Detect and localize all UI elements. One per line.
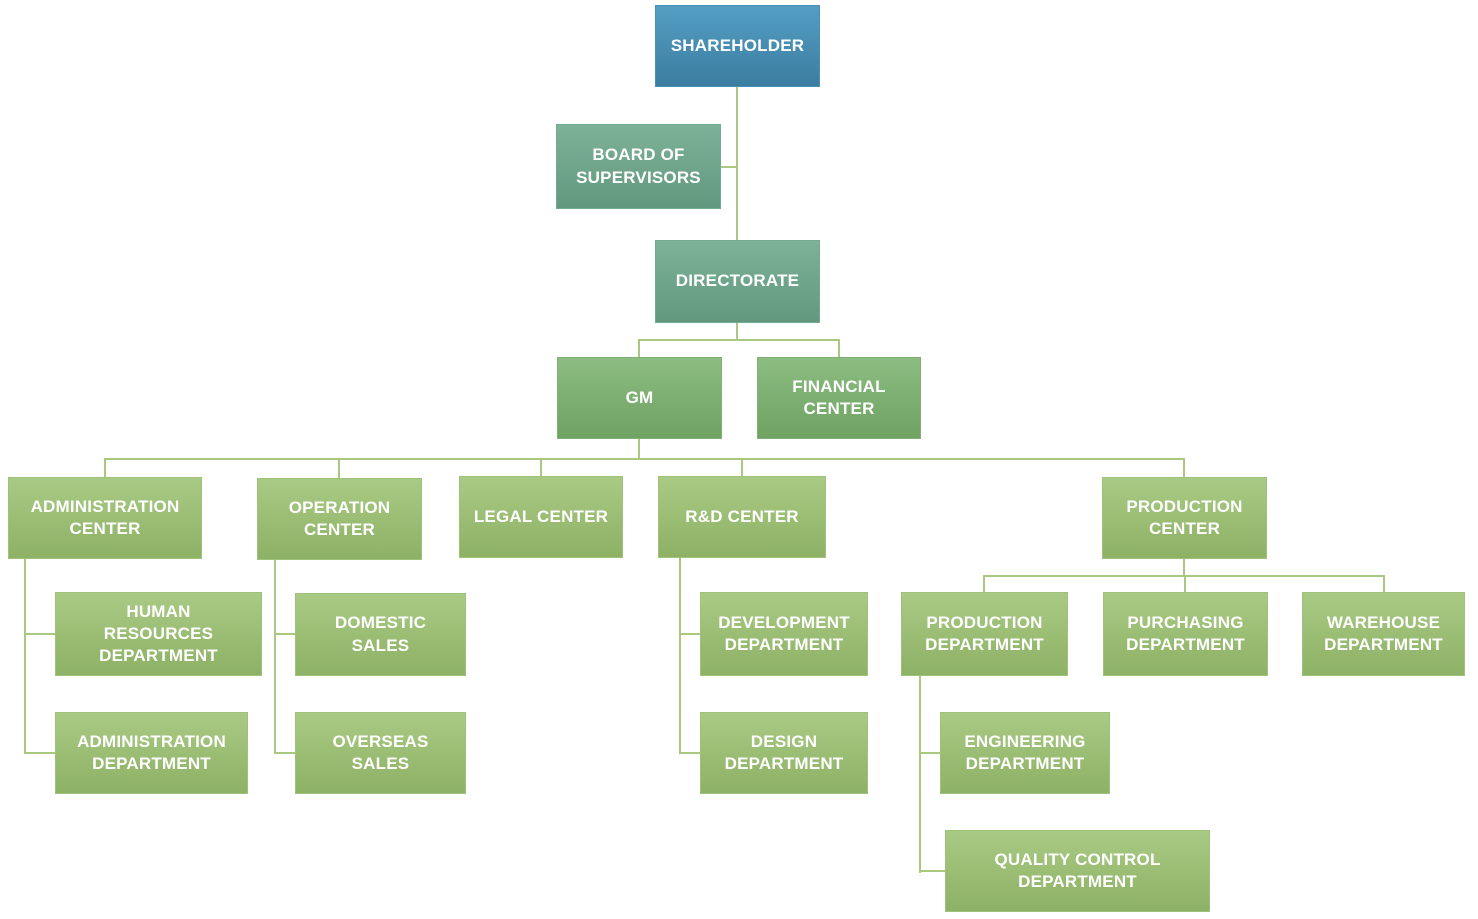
node-overseas-sales-label: OVERSEAS SALES	[332, 731, 429, 773]
node-production-center[interactable]: PRODUCTION CENTER	[1102, 477, 1267, 559]
node-gm-label: GM	[625, 387, 654, 407]
node-production-center-label: PRODUCTION CENTER	[1126, 496, 1243, 538]
node-warehouse-department[interactable]: WAREHOUSE DEPARTMENT	[1302, 592, 1465, 676]
connector-legal-center-drop	[540, 458, 542, 477]
node-design-department[interactable]: DESIGN DEPARTMENT	[700, 712, 868, 794]
connector-board-of-supervisors-stub	[721, 166, 738, 168]
node-operation-center[interactable]: OPERATION CENTER	[257, 478, 422, 560]
node-administration-department-label: ADMINISTRATION DEPARTMENT	[77, 731, 226, 773]
connector-gm-drop	[638, 339, 640, 358]
node-administration-center[interactable]: ADMINISTRATION CENTER	[8, 477, 202, 559]
node-overseas-sales[interactable]: OVERSEAS SALES	[295, 712, 466, 794]
connector-gm-children-horizontal	[104, 458, 1185, 460]
connector-development-department-stub	[679, 633, 701, 635]
node-financial-center[interactable]: FINANCIAL CENTER	[757, 357, 921, 439]
node-board-of-supervisors[interactable]: BOARD OF SUPERVISORS	[556, 124, 721, 209]
node-board-of-supervisors-label: BOARD OF SUPERVISORS	[576, 145, 701, 187]
connector-administration-center-hanging	[24, 559, 26, 754]
node-development-department-label: DEVELOPMENT DEPARTMENT	[718, 612, 850, 654]
node-purchasing-department[interactable]: PURCHASING DEPARTMENT	[1103, 592, 1268, 676]
connector-domestic-sales-stub	[274, 633, 296, 635]
connector-warehouse-department-drop	[1383, 575, 1385, 593]
node-legal-center[interactable]: LEGAL CENTER	[459, 476, 623, 558]
node-gm[interactable]: GM	[557, 357, 722, 439]
node-production-department-label: PRODUCTION DEPARTMENT	[925, 612, 1044, 654]
node-directorate-label: DIRECTORATE	[675, 271, 800, 291]
connector-operation-center-drop	[338, 458, 340, 479]
node-rd-center[interactable]: R&D CENTER	[658, 476, 826, 558]
connector-design-department-stub	[679, 752, 701, 754]
node-administration-department[interactable]: ADMINISTRATION DEPARTMENT	[55, 712, 248, 794]
connector-production-department-drop	[983, 575, 985, 593]
node-operation-center-label: OPERATION CENTER	[288, 497, 391, 539]
node-production-department[interactable]: PRODUCTION DEPARTMENT	[901, 592, 1068, 676]
node-warehouse-department-label: WAREHOUSE DEPARTMENT	[1324, 612, 1443, 654]
node-purchasing-department-label: PURCHASING DEPARTMENT	[1126, 612, 1245, 654]
connector-directorate-children-horizontal	[638, 339, 840, 341]
node-rd-center-label: R&D CENTER	[685, 506, 799, 526]
node-human-resources-department[interactable]: HUMAN RESOURCES DEPARTMENT	[55, 592, 262, 676]
node-financial-center-label: FINANCIAL CENTER	[792, 376, 886, 418]
node-domestic-sales-label: DOMESTIC SALES	[334, 613, 427, 655]
connector-production-department-hanging	[919, 676, 921, 873]
connector-purchasing-department-drop	[1184, 575, 1186, 593]
node-development-department[interactable]: DEVELOPMENT DEPARTMENT	[700, 592, 868, 676]
node-quality-control-department-label: QUALITY CONTROL DEPARTMENT	[994, 849, 1161, 891]
node-engineering-department[interactable]: ENGINEERING DEPARTMENT	[940, 712, 1110, 794]
node-legal-center-label: LEGAL CENTER	[473, 506, 609, 526]
connector-shareholder-directorate	[736, 87, 738, 240]
node-design-department-label: DESIGN DEPARTMENT	[724, 731, 844, 773]
connector-gm-down	[638, 439, 640, 460]
connector-quality-control-stub	[919, 870, 946, 872]
connector-human-resources-stub	[24, 633, 56, 635]
node-shareholder[interactable]: SHAREHOLDER	[655, 5, 820, 87]
node-domestic-sales[interactable]: DOMESTIC SALES	[295, 593, 466, 676]
connector-production-center-drop	[1183, 458, 1185, 478]
connector-production-center-down	[1183, 559, 1185, 577]
connector-financial-center-drop	[838, 339, 840, 358]
node-administration-center-label: ADMINISTRATION CENTER	[30, 496, 180, 538]
node-engineering-department-label: ENGINEERING DEPARTMENT	[964, 731, 1086, 773]
connector-administration-department-stub	[24, 752, 56, 754]
connector-rd-center-hanging	[679, 558, 681, 754]
connector-operation-center-hanging	[274, 560, 276, 754]
connector-overseas-sales-stub	[274, 752, 296, 754]
connector-engineering-department-stub	[919, 752, 941, 754]
node-shareholder-label: SHAREHOLDER	[670, 35, 805, 55]
connector-directorate-down	[736, 323, 738, 341]
node-quality-control-department[interactable]: QUALITY CONTROL DEPARTMENT	[945, 830, 1210, 912]
node-human-resources-department-label: HUMAN RESOURCES DEPARTMENT	[99, 601, 218, 666]
connector-administration-center-drop	[104, 458, 106, 478]
connector-rd-center-drop	[741, 458, 743, 477]
node-directorate[interactable]: DIRECTORATE	[655, 240, 820, 323]
